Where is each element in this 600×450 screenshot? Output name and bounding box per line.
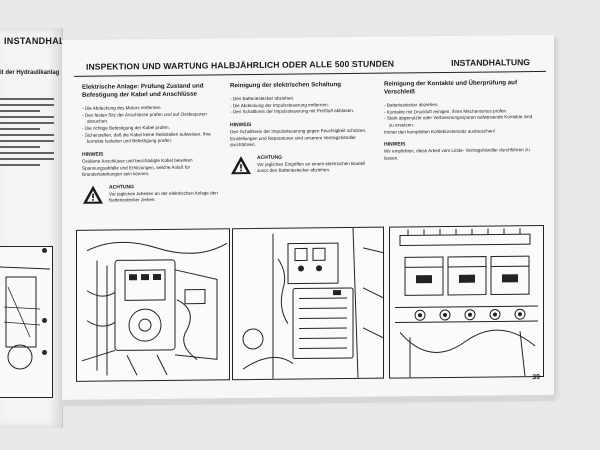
binding-hole-icon xyxy=(42,318,47,323)
hinweis-text: Oxidierte Anschlüsse und beschädigte Kab… xyxy=(82,157,193,178)
list-item: Den Schaltkreis der Impulssteuerung mit … xyxy=(230,108,376,116)
warning-box: ACHTUNG Vor jeglichen Eingriffen an eine… xyxy=(230,154,376,176)
list-item: Sicherstellen, daß die Kabel keine Reibs… xyxy=(82,131,228,146)
left-page-text-block xyxy=(0,94,60,170)
page-number: 39 xyxy=(532,373,540,382)
hinweis-text: Wir empfehlen, diese Arbeit vom Linde- V… xyxy=(384,147,530,161)
section-heading: INSPEKTION UND WARTUNG HALBJÄHRLICH ODER… xyxy=(86,58,395,72)
page-header: INSPEKTION UND WARTUNG HALBJÄHRLICH ODER… xyxy=(74,56,546,77)
achtung-text: Vor jeglichen Eingriffen an einem elektr… xyxy=(257,160,366,174)
warning-box: ACHTUNG Vor jeglichen Arbeiten an der el… xyxy=(82,183,228,205)
column-cable-check: Elektrische Anlage: Prüfung Zustand und … xyxy=(82,82,228,205)
binding-hole-icon xyxy=(42,350,47,355)
column-contacts-check: Reinigung der Kontakte und Überprüfung a… xyxy=(384,79,534,162)
note-text: Immer den kompletten Kohlebürstensatz au… xyxy=(384,128,496,135)
warning-triangle-icon xyxy=(231,156,251,175)
column-title: Reinigung der elektrischen Schaltung xyxy=(230,81,342,90)
column-title: Reinigung der Kontakte und Überprüfung a… xyxy=(384,79,518,96)
binding-hole-icon xyxy=(42,248,47,253)
warning-triangle-icon xyxy=(83,185,103,204)
chapter-heading: INSTANDHALTUNG xyxy=(451,57,530,68)
hinweis-text: Den Schaltkreis der Impulssteuerung gege… xyxy=(230,127,367,148)
left-page-subtitle: it der Hydraulikanlag xyxy=(0,70,60,76)
column-circuit-cleaning: Reinigung der elektrischen Schaltung Den… xyxy=(230,81,376,176)
left-page-title: INSTANDHALTUNG xyxy=(4,36,63,46)
figure-motor-cables xyxy=(76,228,230,382)
column-title: Elektrische Anlage: Prüfung Zustand und … xyxy=(82,82,204,99)
figure-impulse-control xyxy=(232,226,384,381)
manual-page: INSPEKTION UND WARTUNG HALBJÄHRLICH ODER… xyxy=(62,34,554,401)
left-page: INSTANDHALTUNG it der Hydraulikanlag xyxy=(0,28,63,428)
achtung-text: Vor jeglichen Arbeiten an der elektrisch… xyxy=(109,190,218,203)
figure-contactors xyxy=(389,224,544,379)
